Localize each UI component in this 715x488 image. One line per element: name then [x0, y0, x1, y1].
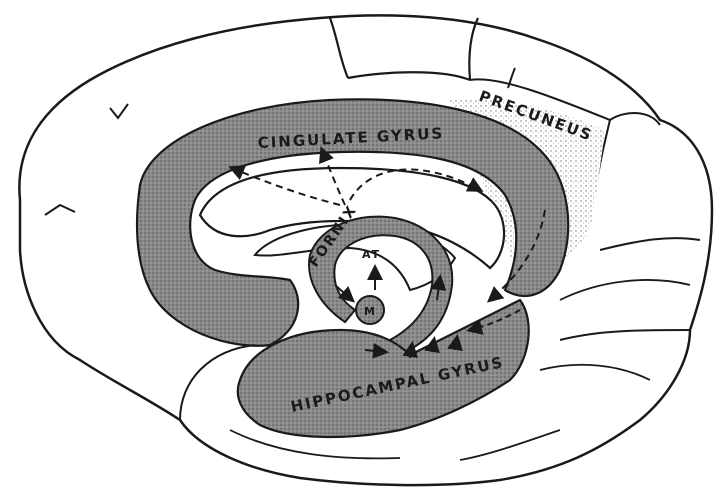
at-label: AT: [362, 248, 381, 261]
m-label: M: [364, 305, 377, 318]
